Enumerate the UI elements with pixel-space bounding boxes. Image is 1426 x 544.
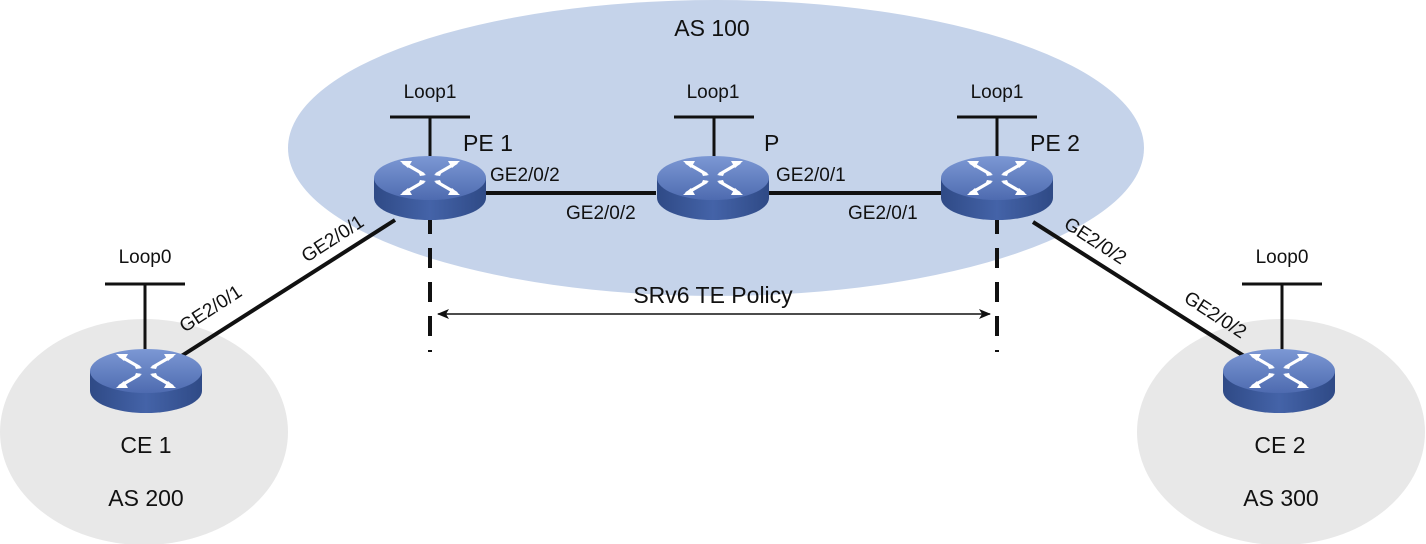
router-icon-ce1	[88, 347, 204, 415]
loopback-label-pe2: Loop1	[971, 82, 1024, 103]
node-name-ce1: CE 1	[120, 432, 171, 458]
node-name-pe2: PE 2	[1030, 130, 1080, 156]
node-name-p: P	[764, 130, 779, 156]
node-name-ce2: CE 2	[1254, 432, 1305, 458]
loopback-label-p: Loop1	[687, 82, 740, 103]
loopback-label-ce2: Loop0	[1256, 247, 1309, 268]
as300-label: AS 300	[1243, 485, 1318, 511]
loopbacks	[105, 115, 1322, 350]
router-icon-pe2	[939, 154, 1055, 222]
as200-label: AS 200	[108, 485, 183, 511]
iface-label-p-ge202: GE2/0/2	[566, 203, 636, 224]
iface-label-pe2-ge201: GE2/0/1	[848, 203, 918, 224]
iface-label-pe1-ge202: GE2/0/2	[490, 165, 560, 186]
as200-region	[0, 319, 288, 544]
policy-endpoints	[428, 214, 999, 352]
as300-region	[1137, 319, 1425, 544]
router-icon-p	[655, 154, 771, 222]
router-icon-pe1	[372, 154, 488, 222]
as100-label: AS 100	[674, 15, 749, 41]
loopback-label-ce1: Loop0	[119, 247, 172, 268]
loopback-label-pe1: Loop1	[404, 82, 457, 103]
iface-label-ce1-ge201: GE2/0/1	[176, 282, 246, 338]
router-icon-ce2	[1221, 347, 1337, 415]
links	[170, 191, 1257, 365]
srv6-policy-label: SRv6 TE Policy	[633, 282, 793, 308]
node-name-pe1: PE 1	[463, 130, 513, 156]
link-pe2-ce2	[1031, 220, 1257, 365]
as100-region	[288, 0, 1144, 296]
link-ce1-pe1	[170, 218, 397, 364]
iface-label-p-ge201: GE2/0/1	[776, 165, 846, 186]
